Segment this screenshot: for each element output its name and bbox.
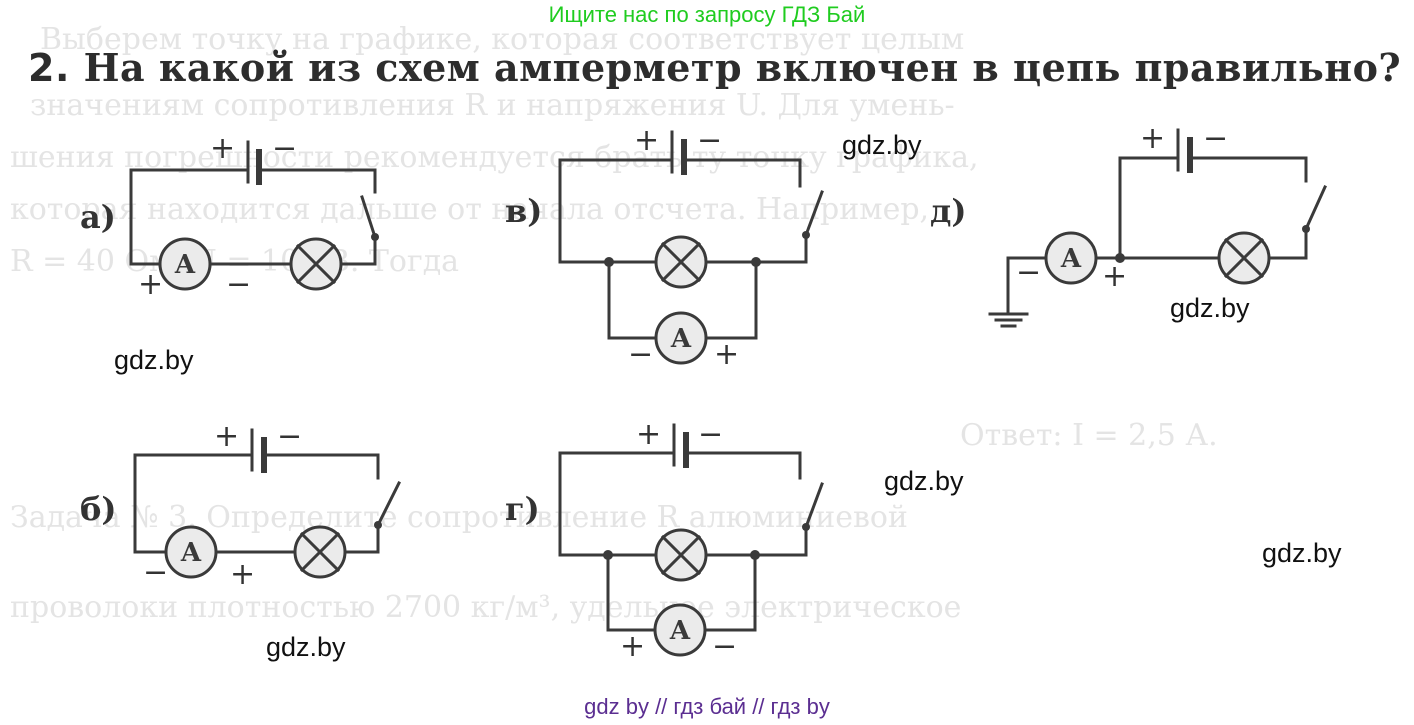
battery-plus-sign: + (634, 123, 659, 158)
battery-minus-sign: − (698, 417, 723, 452)
ammeter-minus-sign: − (143, 555, 168, 590)
question-number: 2. (28, 46, 70, 90)
diagram-label-d: д) (930, 192, 966, 230)
ammeter-plus-sign: + (620, 629, 645, 664)
ammeter-minus-sign: − (1016, 255, 1041, 290)
ammeter-plus-sign: + (1102, 259, 1127, 294)
bleed-through-line: Задача № 3. Определите сопротивление R а… (10, 500, 908, 535)
bleed-through-line: Выберем точку на графике, которая соотве… (40, 22, 965, 57)
battery-plus-sign: + (636, 417, 661, 452)
top-banner: Ищите нас по запросу ГДЗ Бай (548, 2, 866, 27)
ammeter-plus-sign: + (714, 337, 739, 372)
bleed-through-line: значениям сопротивления R и напряжения U… (30, 88, 955, 123)
ammeter-label: A (1060, 244, 1082, 274)
ammeter-label: A (174, 250, 196, 280)
battery-minus-sign: − (277, 419, 302, 454)
question-text: На какой из схем амперметр включен в цеп… (83, 45, 1402, 90)
ammeter-minus-sign: − (226, 267, 251, 302)
battery-minus-sign: − (697, 123, 722, 158)
watermark: gdz.by (114, 345, 194, 375)
watermark: gdz.by (842, 130, 922, 160)
ammeter-label: A (670, 324, 692, 354)
ammeter-plus-sign: + (230, 557, 255, 592)
ammeter-label: A (669, 616, 691, 646)
watermark: gdz.by (266, 632, 346, 662)
watermark: gdz.by (1170, 293, 1250, 323)
battery-plus-sign: + (1140, 121, 1165, 156)
question-heading: 2. На какой из схем амперметр включен в … (28, 45, 1401, 90)
ammeter-plus-sign: + (138, 267, 163, 302)
battery-minus-sign: − (1203, 121, 1228, 156)
battery-plus-sign: + (214, 419, 239, 454)
diagram-label-b: б) (80, 490, 116, 528)
battery-plus-sign: + (210, 131, 235, 166)
diagram-label-g: г) (505, 490, 540, 528)
bleed-through-line: Ответ: I = 2,5 А. (960, 418, 1218, 453)
circuit-a: A а) + − + − (80, 131, 379, 302)
ammeter-minus-sign: − (628, 337, 653, 372)
circuit-d: A д) + − − + (930, 121, 1327, 328)
ammeter-minus-sign: − (712, 629, 737, 664)
watermark: gdz.by (884, 466, 964, 496)
footer-links: gdz by // гдз бай // гдз by (584, 694, 830, 719)
bleed-through-line: которая находится дальше от начала отсче… (10, 192, 930, 227)
bleed-through-line: R = 40 Ом, U = 100 В. Тогда (10, 244, 460, 279)
circuit-b: A б) + − − + (80, 419, 402, 592)
watermark: gdz.by (1262, 538, 1342, 568)
circuit-g: A г) + − + − (505, 417, 824, 664)
battery-minus-sign: − (272, 131, 297, 166)
diagram-label-a: а) (80, 198, 116, 236)
ammeter-label: A (180, 538, 202, 568)
circuit-v: A в) + − − + (505, 123, 824, 372)
diagram-label-v: в) (505, 192, 542, 230)
bleed-through-line: проволоки плотностью 2700 кг/м³, удельно… (10, 590, 962, 625)
